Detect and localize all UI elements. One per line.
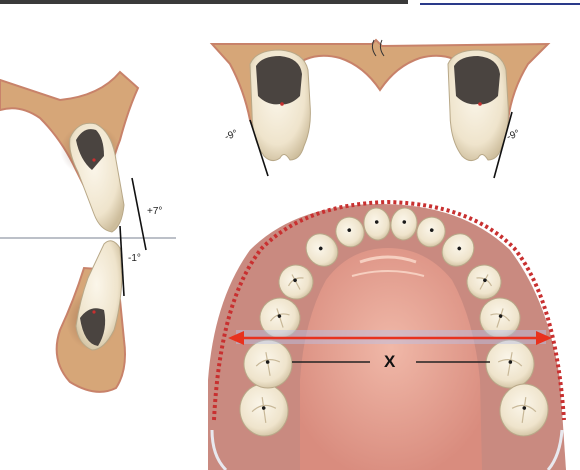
incisor-sagittal-view xyxy=(0,72,176,392)
tooth-center-dot xyxy=(92,310,95,313)
left-molar xyxy=(250,50,310,161)
arch-width-label: X xyxy=(384,353,395,370)
upper-incisor-angle-line xyxy=(132,178,146,250)
tooth-center-dot xyxy=(92,158,95,161)
tooth-center-dot xyxy=(280,102,284,106)
lower-incisor-angle-label: -1° xyxy=(128,254,141,264)
width-arrow-icon xyxy=(228,330,552,345)
occlusal-arch-view xyxy=(208,202,566,470)
upper-incisor-angle-label: +7° xyxy=(147,207,162,217)
tooth-center-dot xyxy=(478,102,482,106)
pulp-chamber xyxy=(454,56,500,104)
pulp-chamber xyxy=(256,56,302,104)
molar-cross-section-view xyxy=(212,40,548,178)
right-molar xyxy=(448,50,508,161)
